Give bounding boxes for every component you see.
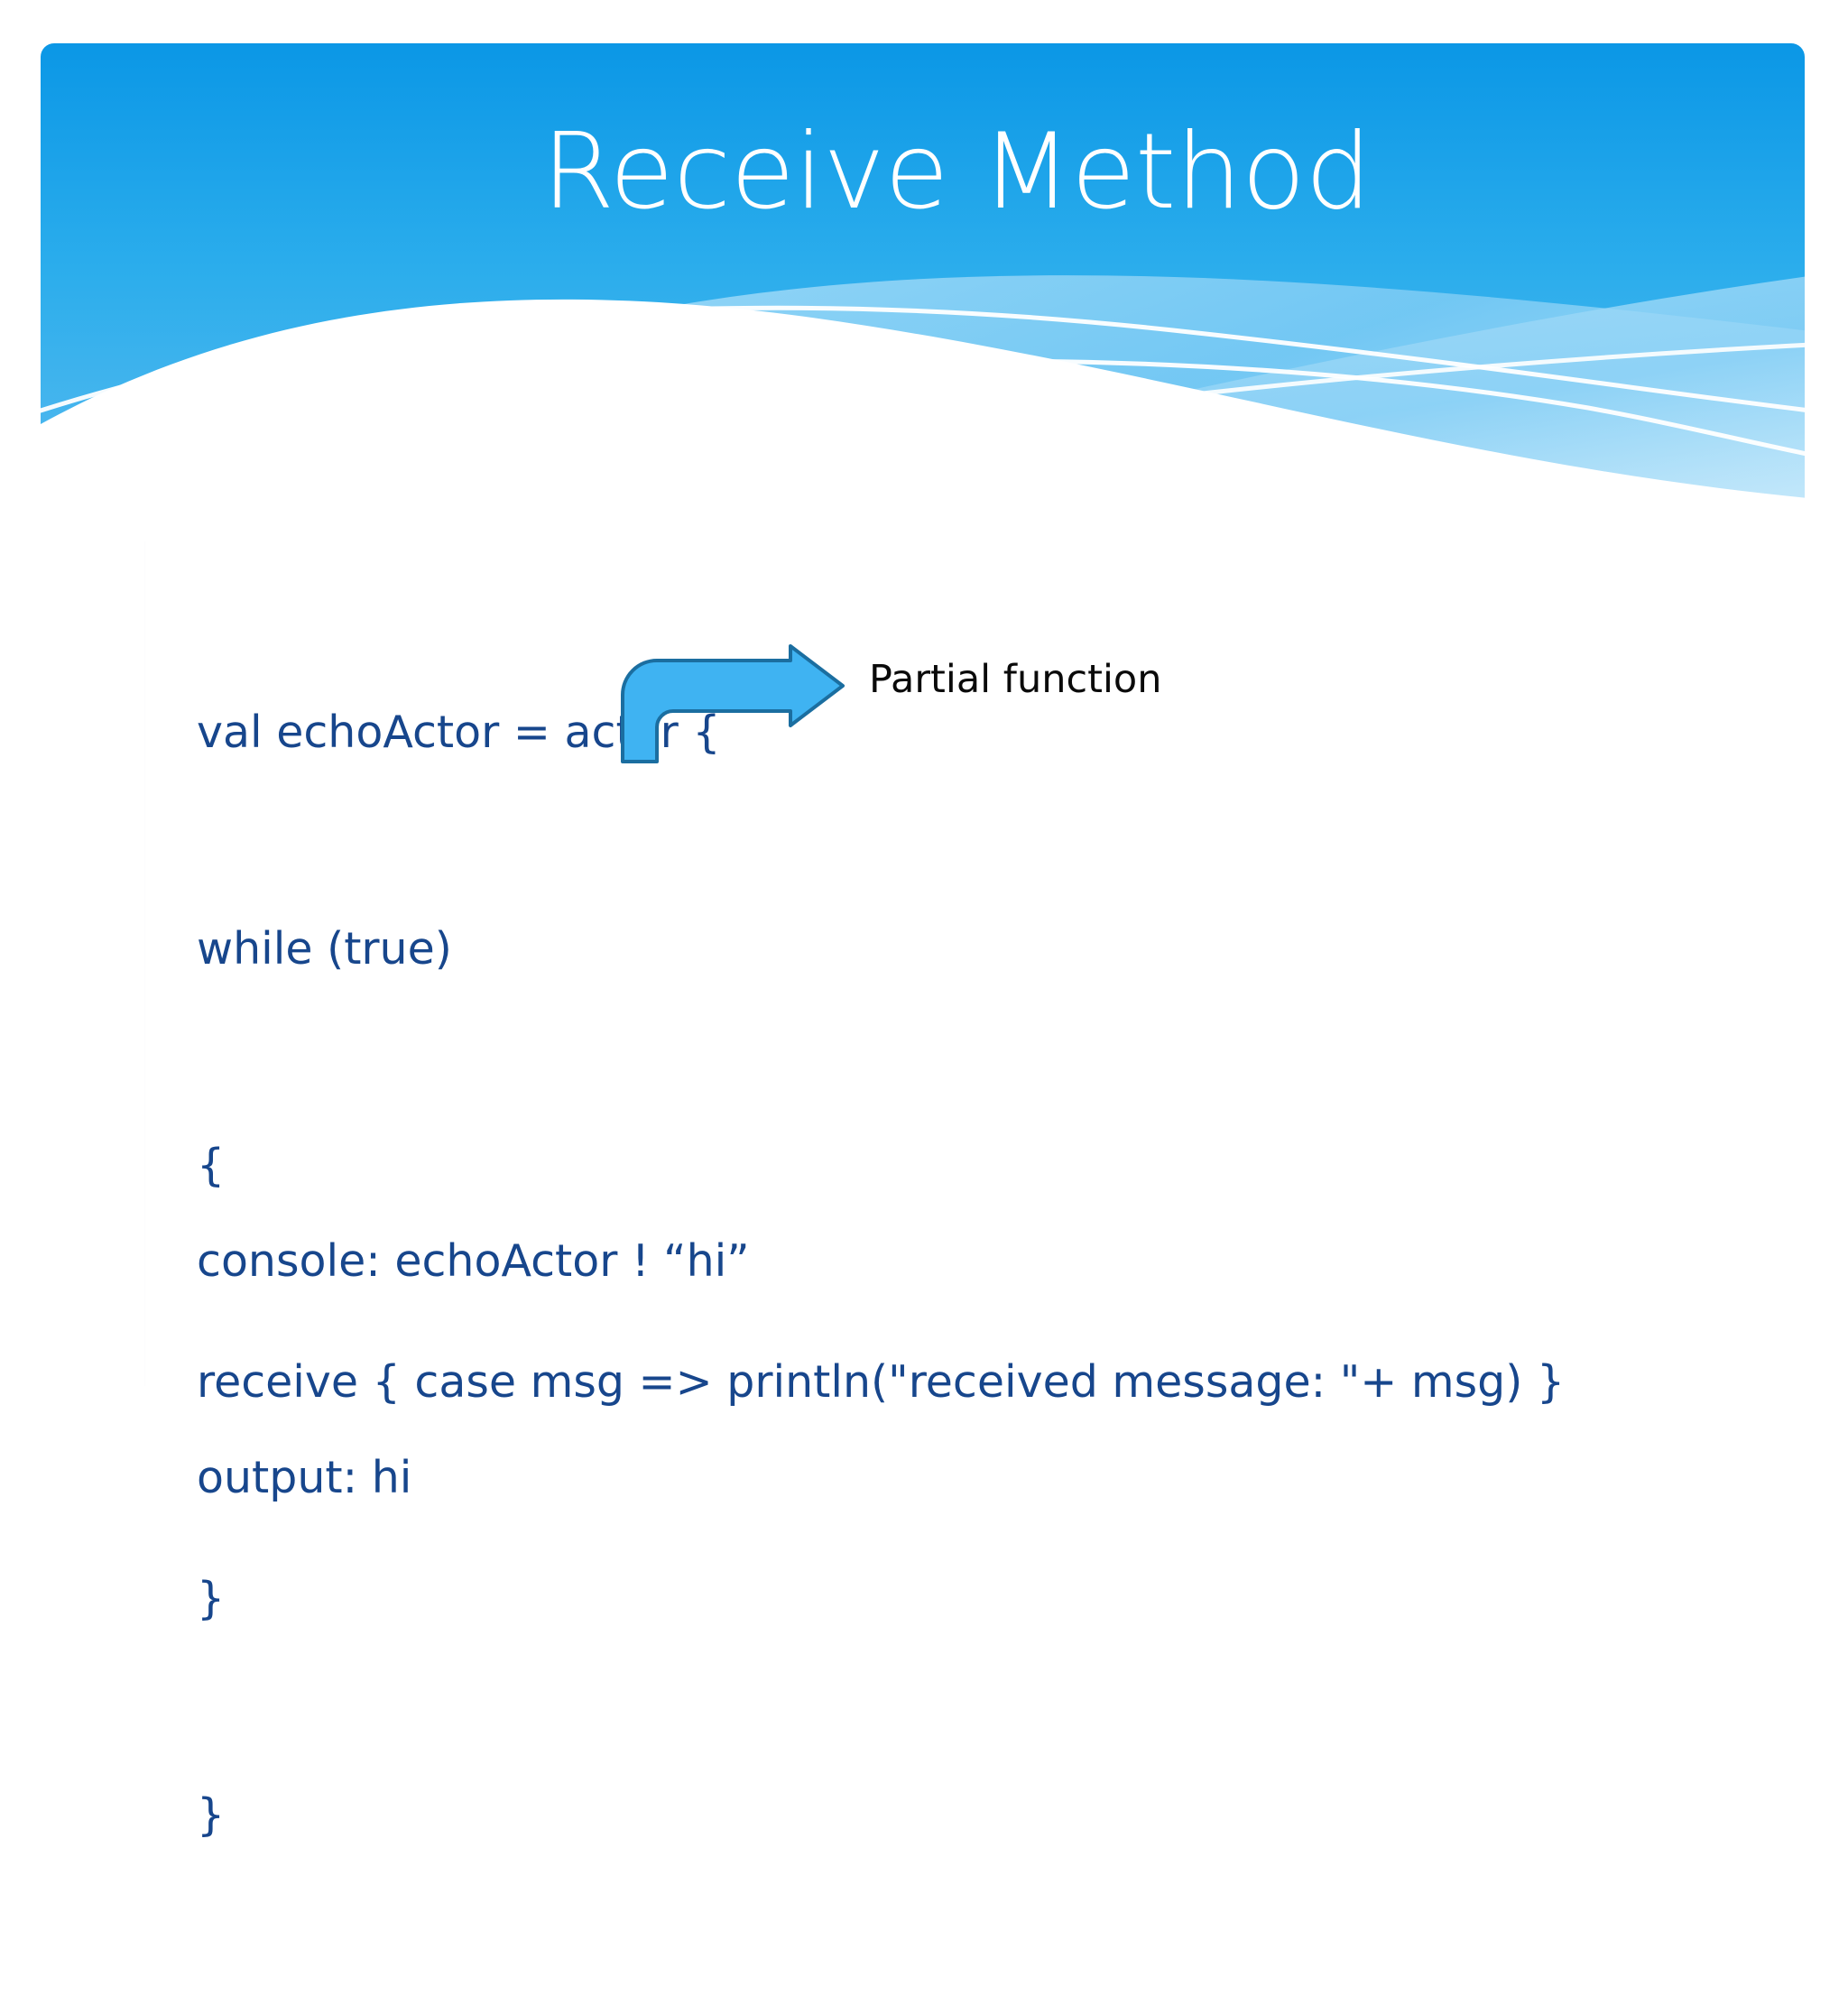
output-line: output: hi [197,1452,412,1503]
presentation-slide: Receive Method val echoActor = actor { w… [0,0,1848,1841]
banner-panel [41,43,1805,541]
wave-line-cross-upper [900,340,1805,438]
callout-label: Partial function [869,657,1162,702]
wave-line-cross-lower [936,393,1805,541]
code-line: while (true) [197,923,452,975]
console-line: console: echoActor ! “hi” [197,1235,750,1287]
bent-arrow-right-icon [614,644,848,765]
slide-header-banner [0,0,1848,541]
console-output-block: console: echoActor ! “hi” output: hi [197,1081,1731,1659]
code-line: } [197,1789,226,1841]
header-wave-graphic [41,43,1805,541]
page-title: Receive Method [541,111,1372,233]
wave-line-rising [41,305,1805,418]
wave-line-descending [943,358,1805,465]
code-line: { [197,1140,226,1191]
code-line: val echoActor = actor { [197,707,721,758]
content-area-divider [144,388,145,1386]
